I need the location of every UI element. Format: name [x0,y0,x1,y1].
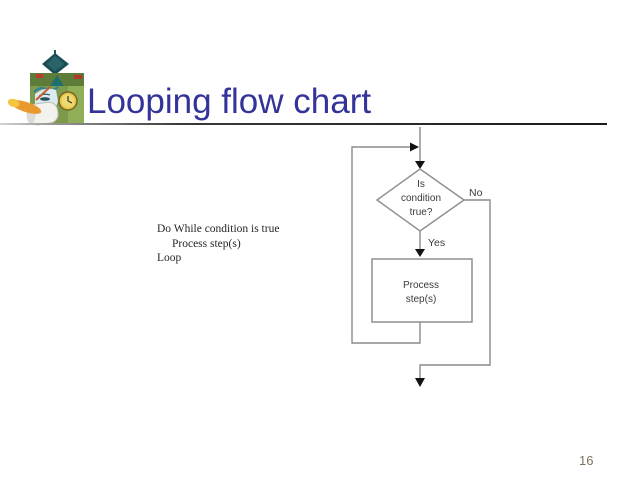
process-text-line: Process [403,280,439,291]
exit-arrowhead-icon [415,378,425,387]
process-text-line: step(s) [406,294,437,305]
spinning-top-icon [42,50,69,75]
paintbrush-icon [8,86,51,114]
process-box [371,258,473,323]
pseudocode-block: Do While condition is true Process step(… [157,222,279,266]
page-title: Looping flow chart [87,82,372,121]
decision-text-line: true? [410,207,433,218]
loop-flowchart: Is condition true? No Yes Process step(s… [351,127,491,387]
decision-text-line: Is [417,179,425,190]
loopback-arrowhead-icon [410,142,419,152]
entry-arrowhead-icon [415,161,425,169]
no-label: No [469,187,483,199]
decision-diamond [375,168,466,232]
page-number: 16 [579,453,594,468]
decision-text-line: condition [401,193,441,204]
computer-collage-logo-icon [8,50,84,126]
loopback-line [351,146,421,344]
yes-label: Yes [428,237,445,249]
code-line-loop: Loop [157,252,182,264]
code-line-process: Process step(s) [172,237,241,250]
title-underline [0,123,607,125]
yes-arrowhead-icon [415,249,425,257]
no-path-line [419,199,491,379]
clock-icon [58,91,78,111]
code-line-dowhile: Do While condition is true [157,223,280,235]
